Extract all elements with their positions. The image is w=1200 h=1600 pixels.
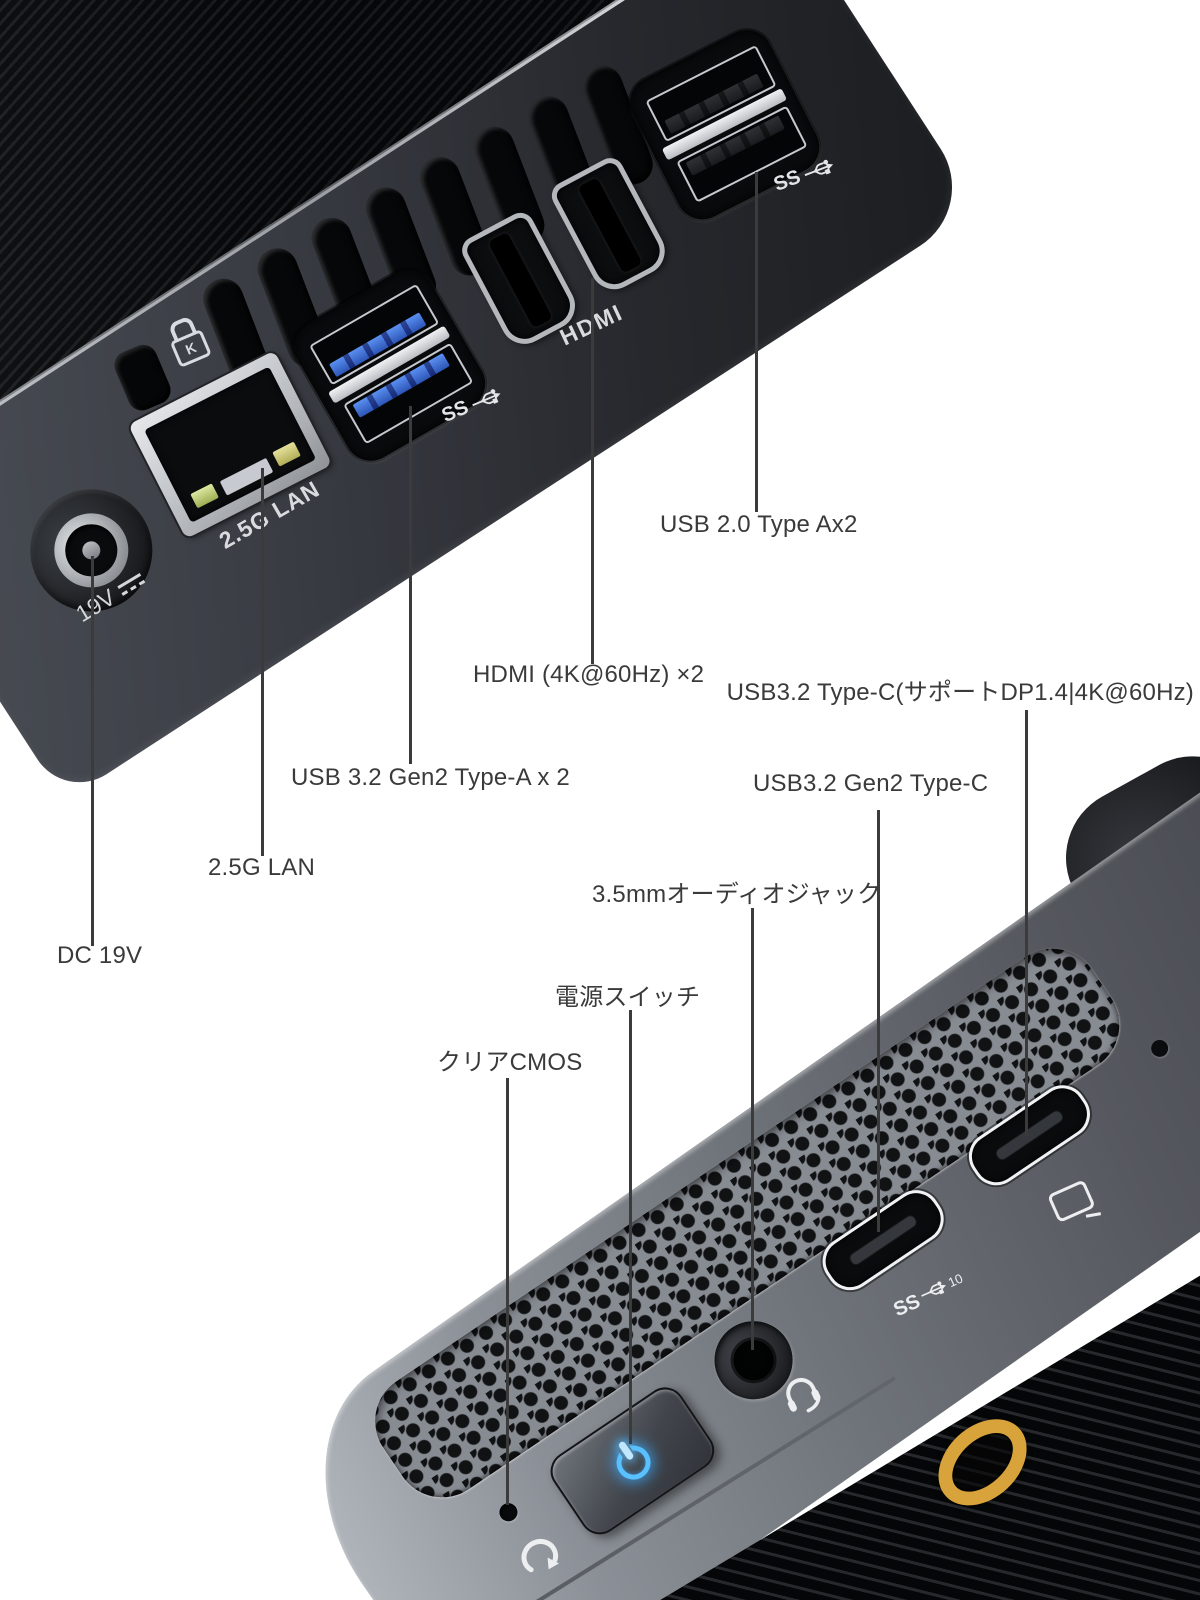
leader-line-usbc-gen2 [877, 810, 880, 1232]
leader-line-cmos [506, 1078, 509, 1505]
leader-line-lan [261, 468, 264, 856]
mini-pc-rear-device: K 2.5G LAN 19V SS [0, 0, 979, 802]
callout-power: 電源スイッチ [555, 984, 701, 1011]
leader-line-usba [409, 406, 412, 764]
lan-led-left [190, 483, 219, 509]
mini-pc-front-device: SS 10 [220, 716, 1200, 1600]
leader-line-usb20 [755, 172, 758, 512]
superspeed-usb-icon: SS [771, 153, 839, 197]
callout-usba: USB 3.2 Gen2 Type-A x 2 [291, 764, 570, 791]
lan-clip [219, 457, 274, 496]
callout-cmos: クリアCMOS [437, 1049, 583, 1076]
leader-line-audio [751, 908, 754, 1350]
leader-line-usbc-dp [1025, 710, 1028, 1136]
headset-icon [768, 1361, 834, 1429]
superspeed-usb-icon: SS [439, 382, 507, 428]
lan-led-right [272, 441, 301, 467]
callout-hdmi: HDMI (4K@60Hz) ×2 [473, 661, 705, 688]
callout-usb20: USB 2.0 Type Ax2 [660, 511, 858, 538]
usb-trident-icon [920, 1281, 946, 1297]
usb-trident-icon [804, 159, 833, 176]
callout-usbc-dp: USB3.2 Type-C(サポートDP1.4|4K@60Hz) [726, 679, 1194, 706]
callout-usbc-gen2: USB3.2 Gen2 Type-C [753, 770, 989, 797]
usb-trident-icon [471, 388, 500, 406]
callout-lan: 2.5G LAN [208, 854, 315, 881]
callout-audio: 3.5mmオーディオジャック [592, 881, 882, 908]
cmos-reset-icon [507, 1519, 577, 1589]
leader-line-dc [91, 556, 94, 946]
leader-line-hdmi [591, 278, 594, 664]
callout-dc: DC 19V [57, 942, 143, 969]
leader-line-power [629, 1010, 632, 1444]
superspeed-10-icon: SS 10 [890, 1270, 966, 1322]
dc-polarity-icon [117, 573, 146, 596]
power-icon [605, 1433, 661, 1489]
